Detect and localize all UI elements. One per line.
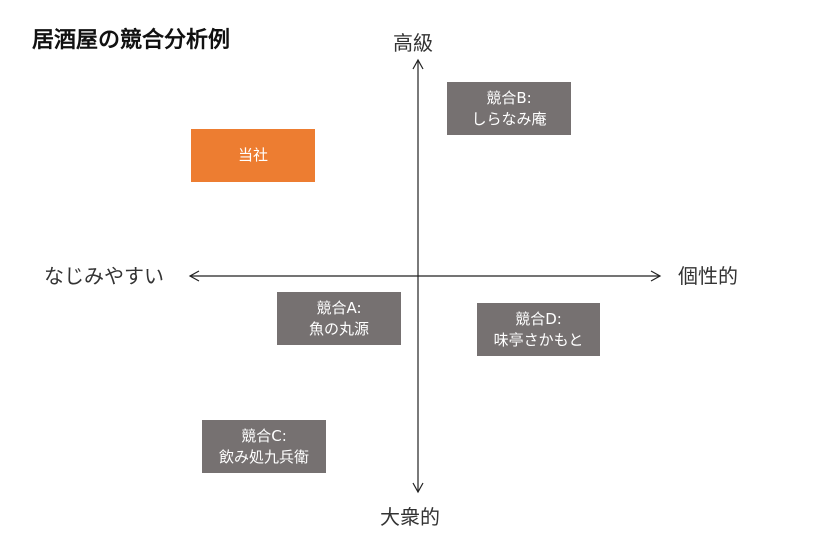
competitor-d-box: 競合D: 味亭さかもと (477, 303, 600, 356)
competitor-c-name: 飲み処九兵衛 (218, 447, 309, 466)
competitor-b-name: しらなみ庵 (471, 109, 547, 128)
competitor-c-tag: 競合C: (241, 426, 287, 445)
competitor-d-name: 味亭さかもと (493, 330, 584, 349)
competitor-a-box: 競合A: 魚の丸源 (277, 292, 401, 345)
axis-label-right: 個性的 (678, 264, 738, 288)
axis-label-top: 高級 (393, 31, 433, 55)
own-company-label: 当社 (237, 146, 268, 164)
competitor-d-tag: 競合D: (515, 309, 562, 328)
competitor-a-tag: 競合A: (316, 298, 362, 317)
competitor-c-box: 競合C: 飲み処九兵衛 (202, 420, 326, 473)
diagram-title: 居酒屋の競合分析例 (32, 28, 231, 53)
competitor-b-tag: 競合B: (486, 88, 532, 107)
competitor-a-name: 魚の丸源 (308, 319, 369, 338)
axis-label-left: なじみやすい (44, 264, 164, 288)
competitor-b-box: 競合B: しらなみ庵 (447, 82, 571, 135)
axis-label-bottom: 大衆的 (380, 505, 440, 529)
own-company-box: 当社 (191, 129, 315, 182)
